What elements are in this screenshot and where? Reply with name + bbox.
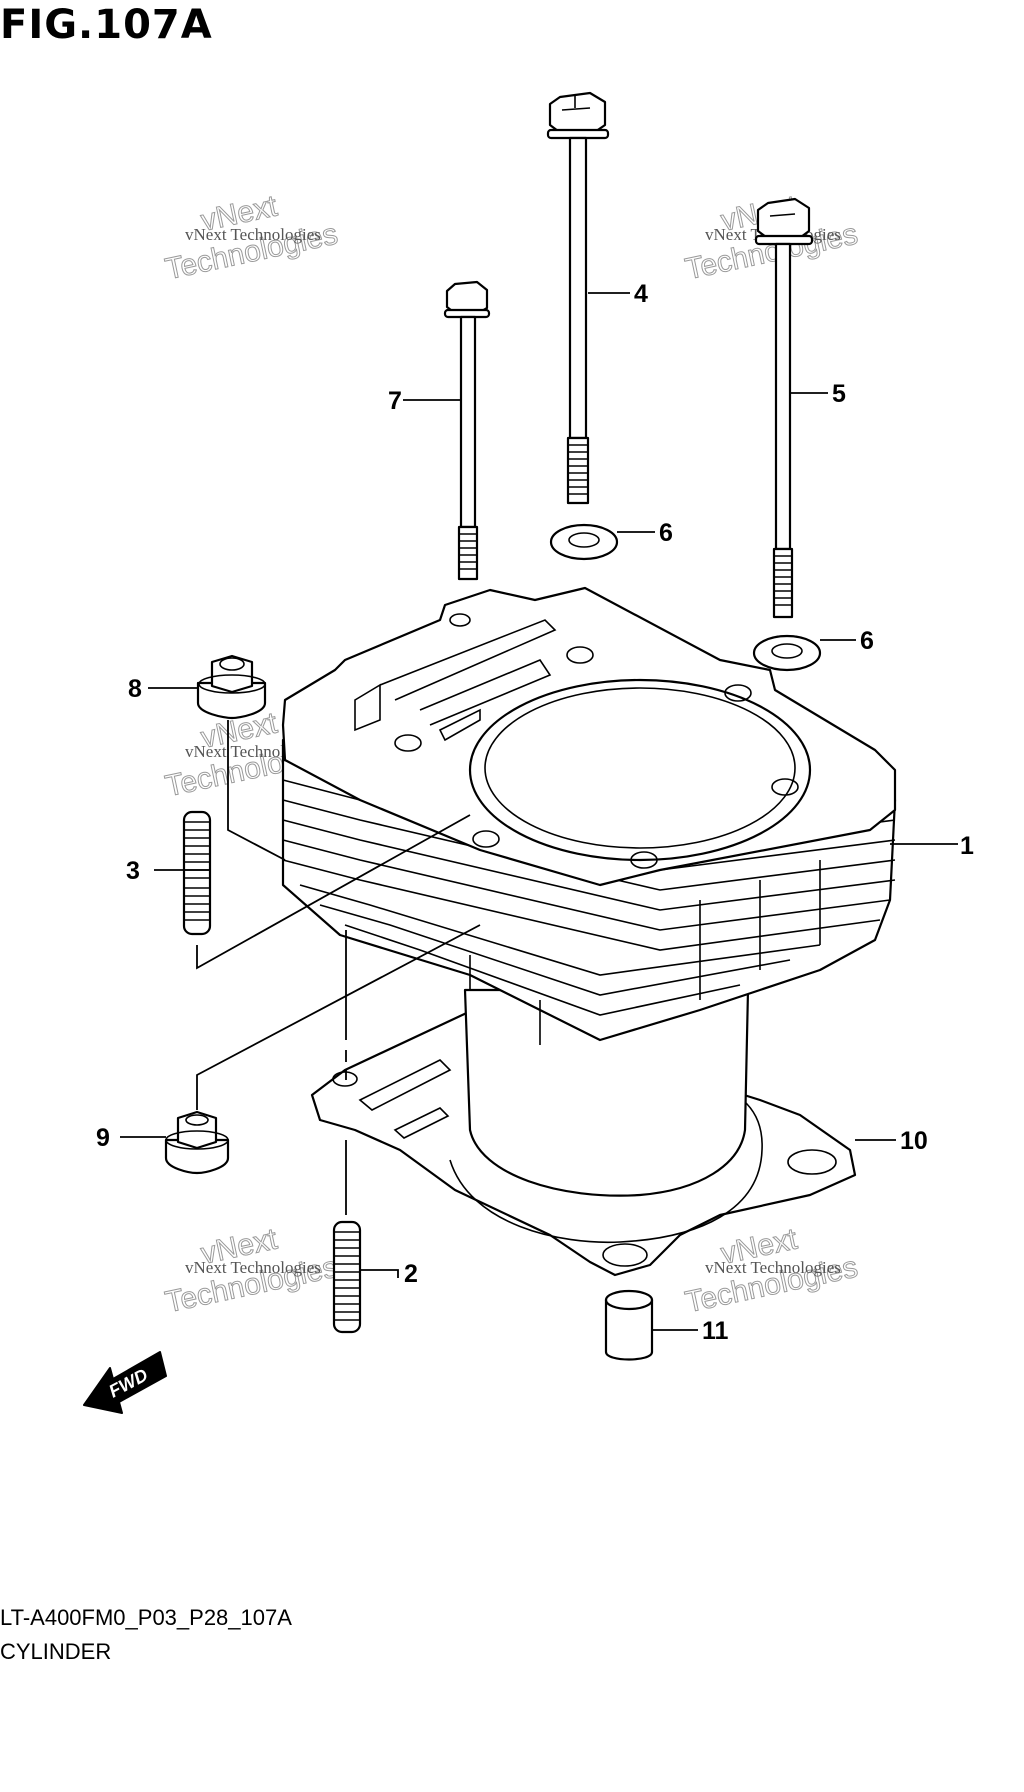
watermark-bottom-right: Technologies vNext vNext Technologies (682, 1222, 861, 1320)
callout-11: 11 (702, 1317, 729, 1345)
callout-3: 3 (126, 857, 140, 885)
figure-name: CYLINDER (0, 1639, 112, 1664)
fwd-arrow-icon: FWD (83, 1351, 167, 1414)
dowel-part-11 (604, 1289, 654, 1361)
watermark-bottom-left: Technologies vNext vNext Technologies (162, 1222, 341, 1320)
bolt-part-4 (546, 91, 610, 505)
callout-9: 9 (96, 1124, 110, 1152)
callout-leaders (120, 292, 958, 1331)
callout-6-upper: 6 (659, 519, 673, 547)
washer-part-6-lower (752, 634, 822, 672)
watermark-top-left: Technologies vNext vNext Technologies (162, 189, 341, 287)
callout-1: 1 (960, 832, 974, 860)
bolt-part-5 (754, 197, 814, 619)
assembly-guide-lines (196, 720, 481, 1215)
washer-part-6-upper (549, 523, 619, 561)
figure-title: FIG.107A (0, 2, 213, 48)
callout-6-lower: 6 (860, 627, 874, 655)
callout-4: 4 (634, 280, 648, 308)
callout-10: 10 (900, 1127, 928, 1155)
svg-text:vNext Technologies: vNext Technologies (185, 225, 321, 244)
nut-part-8 (196, 654, 267, 720)
bolt-part-7 (443, 280, 491, 581)
cylinder-part-1 (281, 586, 897, 1197)
callout-7: 7 (388, 387, 402, 415)
svg-text:vNext Technologies: vNext Technologies (705, 1258, 841, 1277)
callout-5: 5 (832, 380, 846, 408)
nut-part-9 (164, 1110, 230, 1175)
figure-code: LT-A400FM0_P03_P28_107A (0, 1605, 292, 1630)
callout-8: 8 (128, 675, 142, 703)
svg-text:vNext Technologies: vNext Technologies (185, 1258, 321, 1277)
callout-2: 2 (404, 1260, 418, 1288)
stud-part-2 (332, 1220, 362, 1334)
stud-part-3 (182, 810, 212, 936)
